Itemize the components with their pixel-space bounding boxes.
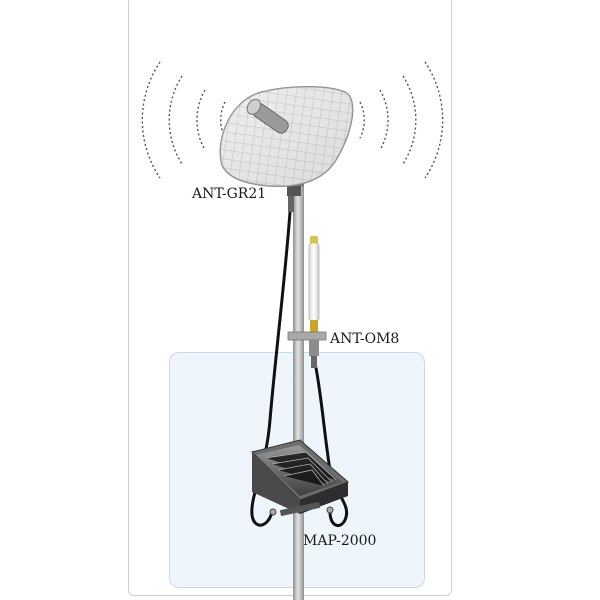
signal-wave-left-icon	[141, 61, 226, 179]
omni-antenna-label: ANT-OM8	[330, 331, 400, 347]
signal-wave-right-icon	[359, 61, 444, 179]
grid-dish-antenna	[219, 86, 354, 188]
mounting-pole	[293, 180, 304, 600]
dish-antenna-label: ANT-GR21	[192, 186, 267, 202]
mesh-access-point-device	[251, 439, 349, 517]
omni-bracket	[287, 331, 327, 368]
device-label: MAP-2000	[303, 533, 377, 549]
omni-antenna	[308, 236, 320, 340]
